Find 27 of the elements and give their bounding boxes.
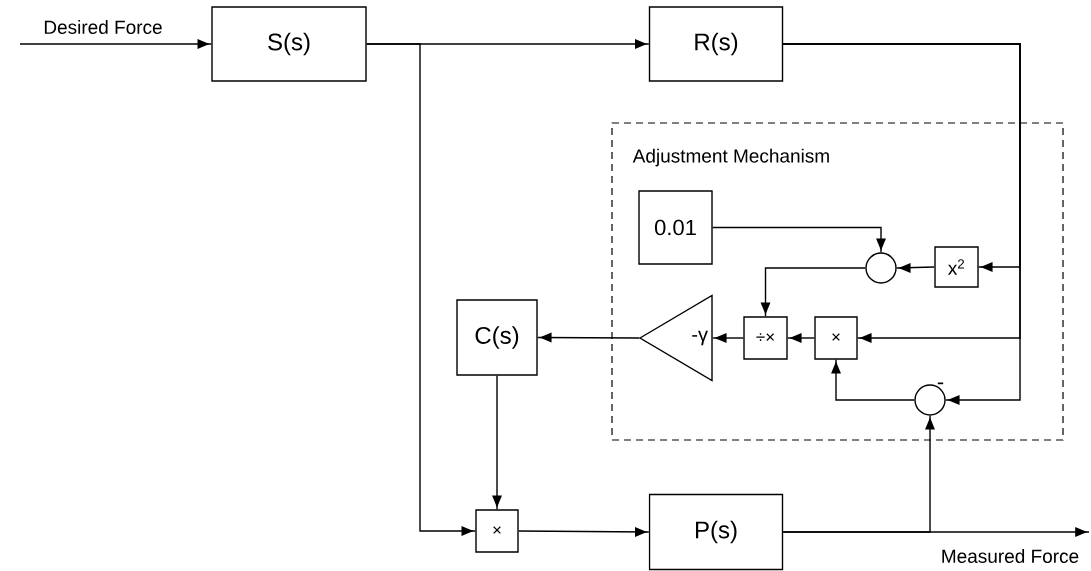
arrow	[896, 263, 935, 273]
arrow	[712, 333, 744, 343]
arrow	[782, 43, 1021, 405]
square-box: x$^{2}$	[934, 246, 979, 288]
arrow	[712, 226, 886, 253]
arrow	[492, 375, 502, 510]
sign-label: -	[937, 382, 944, 385]
arrow	[537, 332, 640, 343]
block-box: R(s)	[648, 6, 784, 82]
arrow	[366, 43, 476, 536]
summing-junction	[914, 384, 946, 416]
arrow	[19, 39, 212, 49]
summing-junction	[865, 252, 897, 284]
block-box: S(s)	[211, 6, 367, 82]
multiply-box: ×	[475, 509, 519, 553]
block-box: C(s)	[456, 299, 538, 376]
arrow	[760, 267, 866, 317]
constant-box: 0.01	[638, 190, 713, 265]
arrow	[831, 359, 915, 401]
edge-label: Measured Force	[939, 548, 1081, 564]
arrow	[787, 333, 815, 343]
multiply-box: ×	[814, 316, 858, 360]
edge-label: Desired Force	[42, 19, 164, 35]
arrow	[518, 527, 650, 537]
divide-box: ÷×	[743, 316, 788, 360]
block-box: P(s)	[648, 493, 784, 571]
arrow	[782, 415, 935, 533]
